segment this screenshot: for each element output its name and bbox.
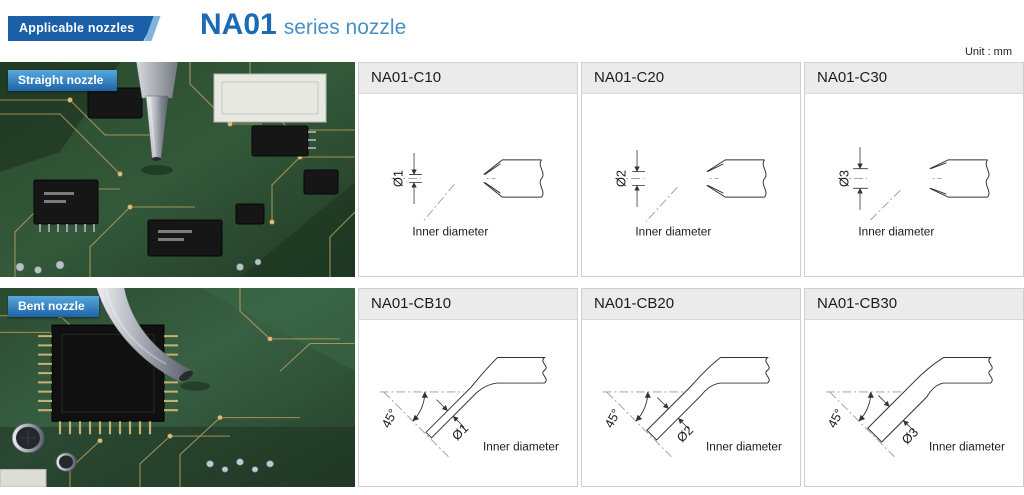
- diameter-label: Ø2: [613, 170, 628, 187]
- nozzle-rows: Straight nozzle NA01-C10: [0, 62, 1024, 487]
- nozzle-card-body: Ø2 Inner diameter: [582, 94, 800, 276]
- pcb-photo-bent: [0, 288, 355, 487]
- nozzle-model-label: NA01-C20: [582, 63, 800, 94]
- qfp-chip: [38, 324, 178, 435]
- diameter-label: Ø2: [674, 423, 697, 446]
- bent-nozzle-tip-photo: [96, 288, 193, 383]
- straight-nozzle-drawing: Ø3 Inner diameter: [836, 146, 990, 238]
- nozzle-card: NA01-C10 Ø1: [358, 62, 578, 277]
- series-name: NA01: [200, 8, 277, 41]
- angle-label: 45°: [378, 407, 400, 431]
- bent-nozzle-label: Bent nozzle: [8, 296, 99, 317]
- white-connector: [213, 73, 327, 123]
- inner-diameter-caption: Inner diameter: [635, 225, 711, 238]
- nozzle-model-label: NA01-C30: [805, 63, 1023, 94]
- inner-diameter-caption: Inner diameter: [483, 441, 559, 454]
- nozzle-card: NA01-C20 Ø2: [581, 62, 801, 277]
- nozzle-card: NA01-CB30 45° Ø3 Inner diameter: [804, 288, 1024, 487]
- page-header: Applicable nozzles NA01 series nozzle Uni…: [0, 0, 1024, 60]
- nozzle-card-body: 45° Ø3 Inner diameter: [805, 320, 1023, 486]
- nozzle-card: NA01-CB10 45° Ø1 Inner diameter: [358, 288, 578, 487]
- straight-nozzle-label: Straight nozzle: [8, 70, 118, 91]
- nozzle-card-body: Ø1 Inner diameter: [359, 94, 577, 276]
- inner-diameter-caption: Inner diameter: [858, 225, 934, 238]
- bent-nozzle-row: Bent nozzle NA01-CB10 45° Ø1 Inner d: [0, 288, 1024, 487]
- nozzle-model-label: NA01-CB10: [359, 289, 577, 320]
- angle-label: 45°: [824, 407, 846, 431]
- bent-nozzle-photo: Bent nozzle: [0, 288, 355, 487]
- capacitor: [11, 422, 77, 472]
- diameter-label: Ø1: [390, 170, 405, 187]
- straight-nozzle-tip-photo: [136, 62, 178, 161]
- nozzle-model-label: NA01-C10: [359, 63, 577, 94]
- nozzle-card-body: 45° Ø2 Inner diameter: [582, 320, 800, 486]
- bent-nozzle-drawing: 45° Ø3 Inner diameter: [824, 357, 1005, 458]
- inner-diameter-caption: Inner diameter: [706, 441, 782, 454]
- diameter-label: Ø1: [449, 421, 472, 444]
- applicable-nozzles-tag: Applicable nozzles: [8, 16, 161, 41]
- inner-diameter-caption: Inner diameter: [412, 225, 488, 238]
- nozzle-card: NA01-C30 Ø3: [804, 62, 1024, 277]
- nozzle-card-body: Ø3 Inner diameter: [805, 94, 1023, 276]
- bent-nozzle-drawing: 45° Ø2 Inner diameter: [601, 357, 782, 458]
- nozzle-card: NA01-CB20 45° Ø2 Inner diameter: [581, 288, 801, 487]
- series-title: NA01 series nozzle: [200, 8, 406, 42]
- straight-nozzle-drawing: Ø2 Inner diameter: [613, 149, 767, 238]
- series-suffix: series nozzle: [283, 16, 407, 39]
- straight-nozzle-row: Straight nozzle NA01-C10: [0, 62, 1024, 277]
- bent-nozzle-drawing: 45° Ø1 Inner diameter: [378, 357, 559, 458]
- diameter-label: Ø3: [899, 425, 922, 448]
- pcb-photo-straight: [0, 62, 355, 277]
- nozzle-model-label: NA01-CB30: [805, 289, 1023, 320]
- unit-label: Unit : mm: [964, 46, 1012, 58]
- inner-diameter-caption: Inner diameter: [929, 441, 1005, 454]
- angle-label: 45°: [601, 407, 623, 431]
- nozzle-card-body: 45° Ø1 Inner diameter: [359, 320, 577, 486]
- diameter-label: Ø3: [836, 170, 851, 187]
- nozzle-model-label: NA01-CB20: [582, 289, 800, 320]
- applicable-nozzles-label: Applicable nozzles: [8, 16, 156, 41]
- straight-nozzle-photo: Straight nozzle: [0, 62, 355, 277]
- straight-nozzle-drawing: Ø1 Inner diameter: [390, 152, 544, 238]
